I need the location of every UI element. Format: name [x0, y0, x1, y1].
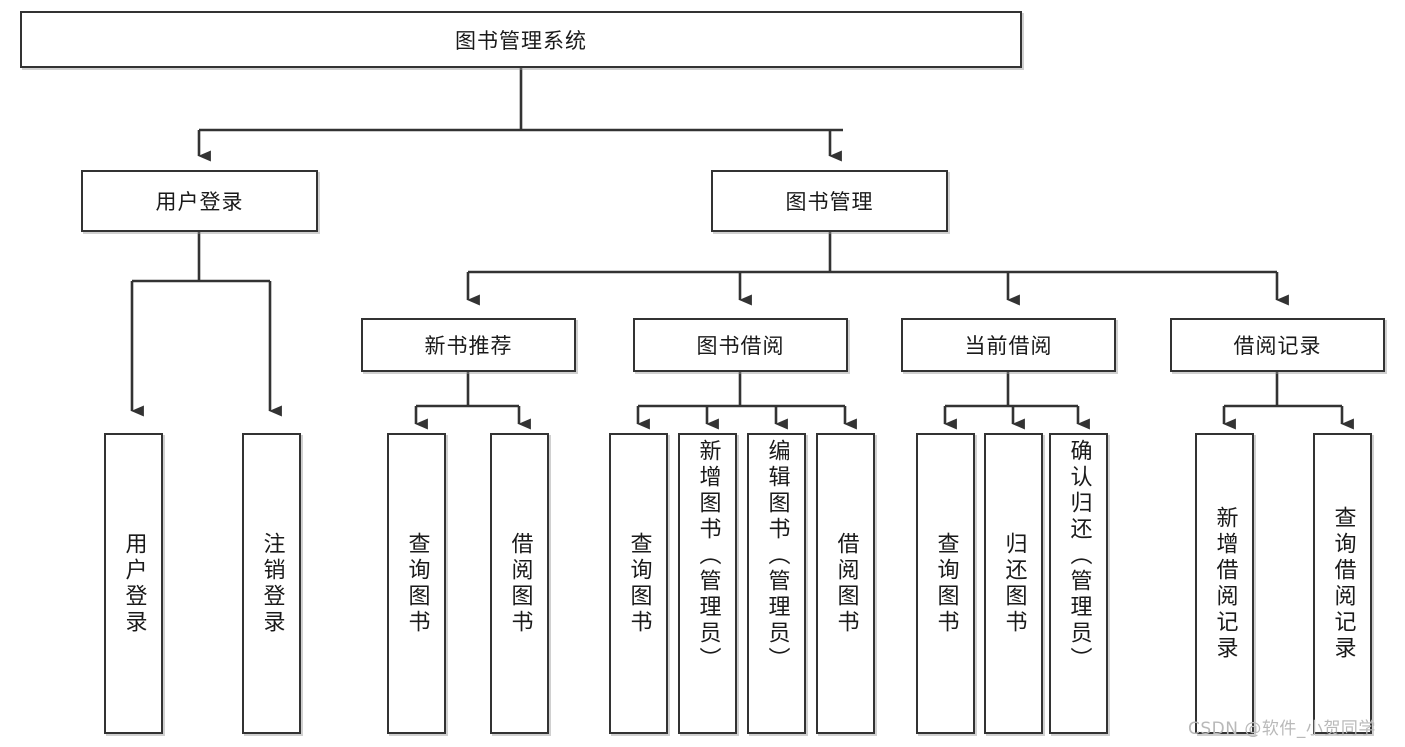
node-leaf-return-book-label: 归还图书: [1001, 531, 1027, 636]
node-leaf-edit-book[interactable]: 编辑图书（管理员）: [747, 433, 806, 734]
node-leaf-borrow-book-1-label: 借阅图书: [507, 531, 533, 636]
node-leaf-query-book-1[interactable]: 查询图书: [387, 433, 446, 734]
node-leaf-add-record-label: 新增借阅记录: [1212, 505, 1238, 662]
node-leaf-confirm-return-label: 确认归还（管理员）: [1066, 439, 1092, 673]
node-leaf-return-book[interactable]: 归还图书: [984, 433, 1043, 734]
node-leaf-query-book-2-label: 查询图书: [626, 531, 652, 636]
node-leaf-logout-login[interactable]: 注销登录: [242, 433, 301, 734]
node-borrow-record[interactable]: 借阅记录: [1170, 318, 1385, 372]
node-leaf-add-book[interactable]: 新增图书（管理员）: [678, 433, 737, 734]
node-user-login-label: 用户登录: [155, 190, 244, 214]
node-leaf-query-record-label: 查询借阅记录: [1330, 505, 1356, 662]
node-leaf-confirm-return[interactable]: 确认归还（管理员）: [1049, 433, 1108, 734]
node-leaf-edit-book-label: 编辑图书（管理员）: [764, 439, 790, 673]
node-leaf-borrow-book-2[interactable]: 借阅图书: [816, 433, 875, 734]
node-leaf-user-login-label: 用户登录: [121, 531, 147, 636]
node-user-login[interactable]: 用户登录: [81, 170, 318, 232]
node-leaf-query-book-3-label: 查询图书: [933, 531, 959, 636]
node-leaf-query-record[interactable]: 查询借阅记录: [1313, 433, 1372, 734]
node-leaf-query-book-2[interactable]: 查询图书: [609, 433, 668, 734]
node-new-book-recommend[interactable]: 新书推荐: [361, 318, 576, 372]
node-current-borrow[interactable]: 当前借阅: [901, 318, 1116, 372]
node-leaf-borrow-book-2-label: 借阅图书: [833, 531, 859, 636]
node-leaf-user-login[interactable]: 用户登录: [104, 433, 163, 734]
node-leaf-add-book-label: 新增图书（管理员）: [695, 439, 721, 673]
node-root-label: 图书管理系统: [455, 28, 587, 53]
node-leaf-query-book-3[interactable]: 查询图书: [916, 433, 975, 734]
node-borrow-record-label: 借阅记录: [1233, 334, 1322, 358]
node-leaf-add-record[interactable]: 新增借阅记录: [1195, 433, 1254, 734]
watermark-text: CSDN @软件_小贺同学: [1188, 719, 1376, 739]
node-book-management[interactable]: 图书管理: [711, 170, 948, 232]
node-leaf-logout-login-label: 注销登录: [259, 531, 285, 636]
node-new-book-recommend-label: 新书推荐: [424, 334, 513, 358]
node-leaf-query-book-1-label: 查询图书: [404, 531, 430, 636]
node-current-borrow-label: 当前借阅: [964, 334, 1053, 358]
node-root[interactable]: 图书管理系统: [20, 11, 1022, 68]
node-book-borrow[interactable]: 图书借阅: [633, 318, 848, 372]
node-book-management-label: 图书管理: [785, 190, 874, 214]
node-book-borrow-label: 图书借阅: [696, 334, 785, 358]
node-leaf-borrow-book-1[interactable]: 借阅图书: [490, 433, 549, 734]
